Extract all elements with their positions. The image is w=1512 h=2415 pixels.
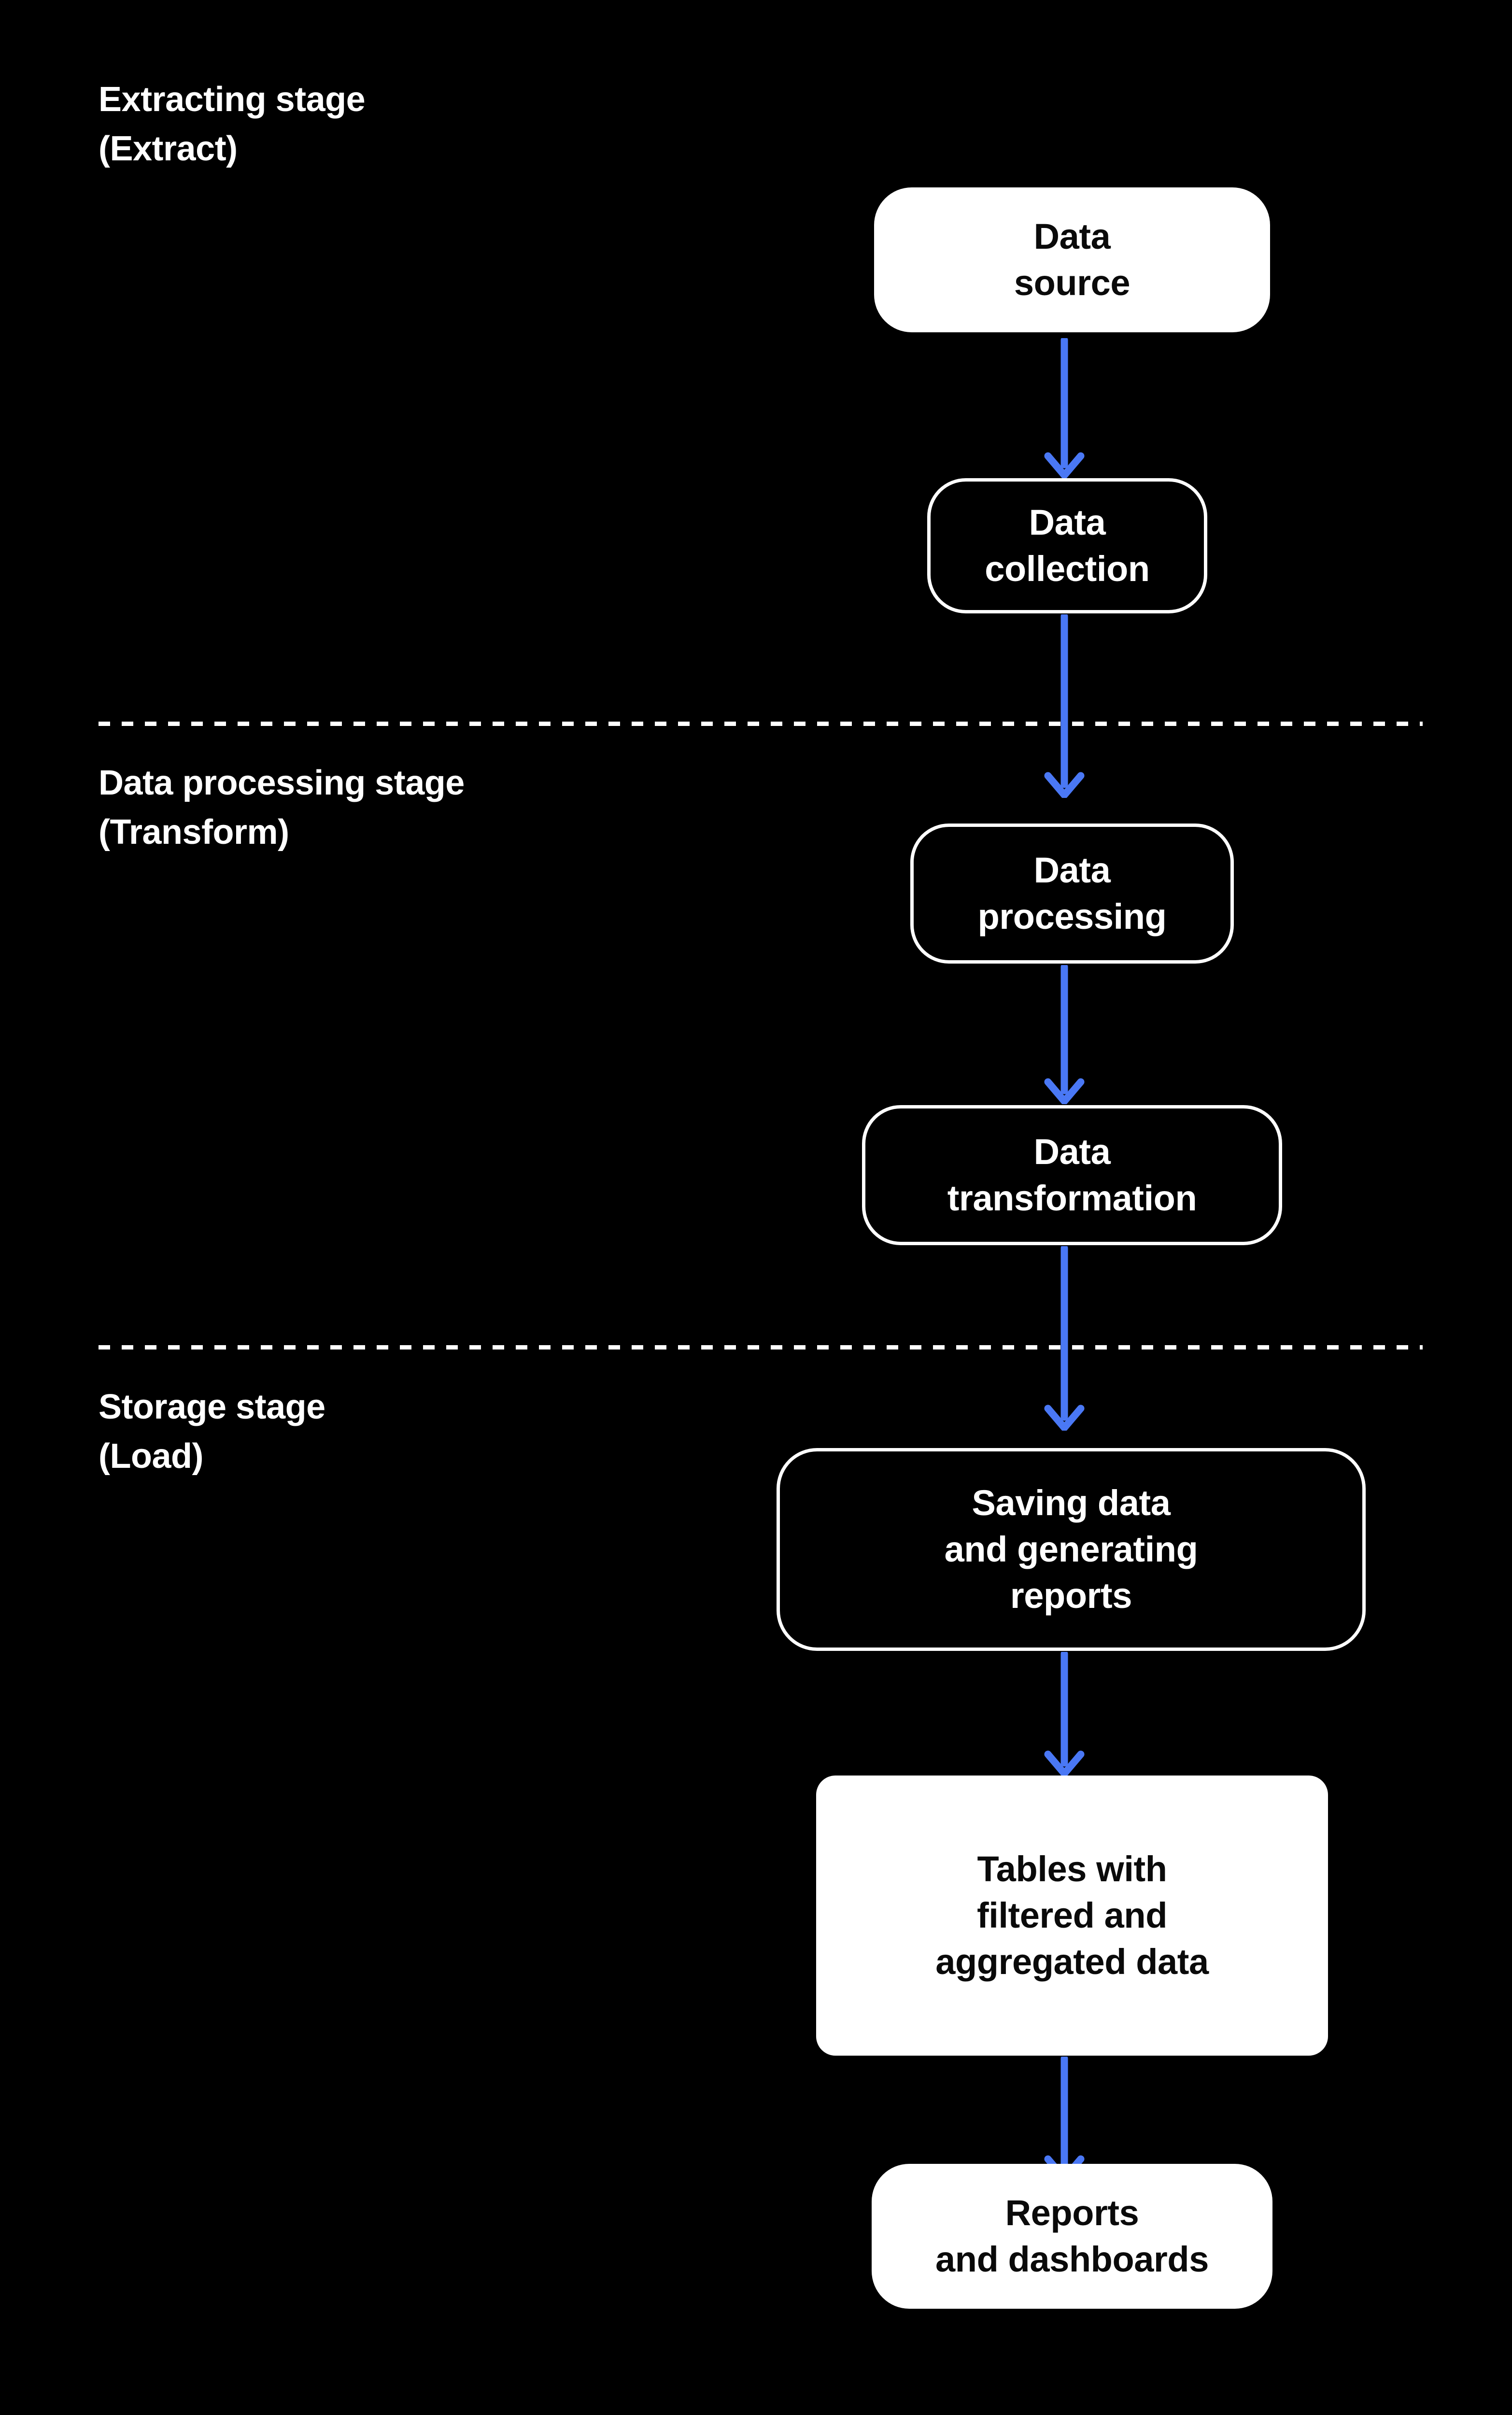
- stage-label-load: Storage stage (Load): [99, 1388, 325, 1476]
- arrow-data-collection-to-data-processing: [1035, 614, 1093, 798]
- arrow-data-transformation-to-saving-data: [1035, 1246, 1093, 1431]
- node-data-source[interactable]: Data source: [874, 187, 1270, 332]
- node-reports[interactable]: Reports and dashboards: [872, 2164, 1272, 2309]
- arrow-tables-to-reports: [1035, 2057, 1093, 2181]
- node-tables[interactable]: Tables with filtered and aggregated data: [816, 1776, 1328, 2056]
- divider-extract-transform: [99, 722, 1423, 726]
- node-data-transformation[interactable]: Data transformation: [862, 1105, 1282, 1245]
- arrow-saving-data-to-tables: [1035, 1652, 1093, 1776]
- node-data-processing[interactable]: Data processing: [910, 824, 1234, 964]
- node-data-collection[interactable]: Data collection: [927, 478, 1207, 613]
- arrow-data-processing-to-data-transformation: [1035, 965, 1093, 1104]
- stage-label-transform: Data processing stage (Transform): [99, 764, 465, 852]
- node-saving-data[interactable]: Saving data and generating reports: [777, 1448, 1366, 1651]
- stage-label-extract: Extracting stage (Extract): [99, 80, 366, 169]
- divider-transform-load: [99, 1345, 1423, 1350]
- arrow-data-source-to-data-collection: [1035, 338, 1093, 478]
